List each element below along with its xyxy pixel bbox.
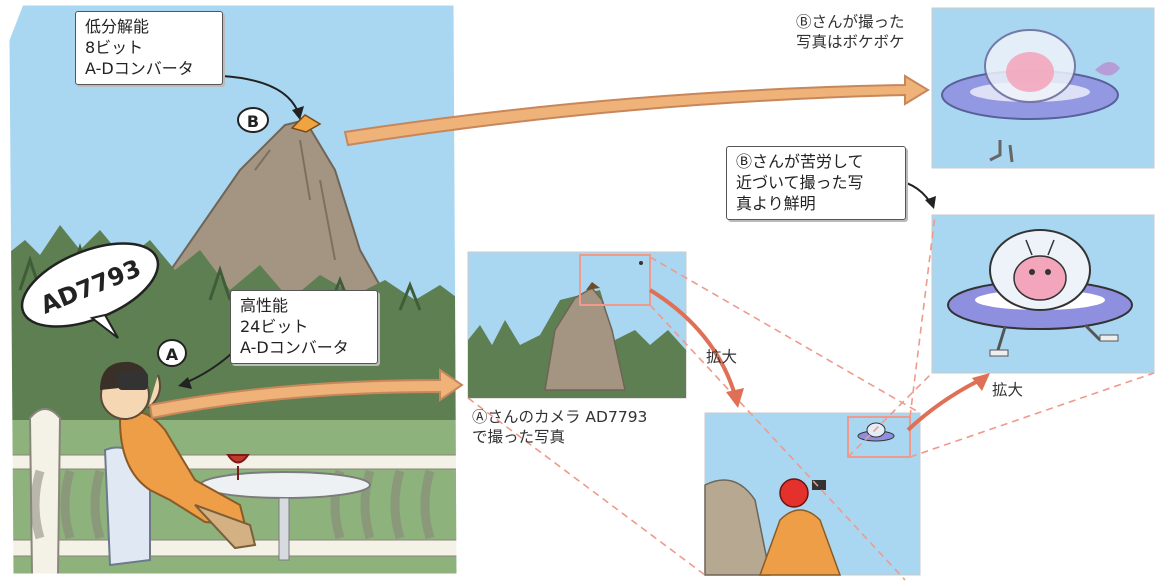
label-zoom-1: 拡大 [706,348,738,366]
high-perf-line-2: 24ビット [240,316,309,336]
arrow-to-b-photo [343,74,930,147]
label-b-blurry: Ⓑさんが撮った 写真はボケボケ [796,13,905,52]
callout-high-perf: 高性能 24ビット A-Dコンバータ [230,290,378,365]
crop-box-2 [847,416,911,458]
person-a [100,361,257,550]
ad7793-bubble: AD7793 [20,242,160,339]
table [199,454,371,561]
photo-a [467,251,687,399]
svg-text:B: B [247,112,259,131]
b-effort-line-3: 真より鮮明 [736,193,816,213]
b-effort-line-2: 近づいて撮った写 [736,172,864,192]
photo-ufo-sharp [931,214,1155,374]
arrow-to-a-photo [148,368,464,420]
callout-b-effort: Ⓑさんが苦労して 近づいて撮った写 真より鮮明 [726,146,906,221]
callout-low-res: 低分解能 8ビット A-Dコンバータ [75,11,223,86]
label-a-camera: Ⓐさんのカメラ AD7793 で撮った写真 [472,408,648,447]
crop-box [579,254,651,306]
marker-b: B [237,107,269,133]
camera [118,372,148,390]
zoom-guide-lines [467,214,1155,581]
b-effort-line-1: Ⓑさんが苦労して [736,152,864,171]
low-res-line-1: 低分解能 [85,17,150,36]
low-res-line-2: 8ビット [85,37,144,57]
zoom-arrows [648,288,981,432]
high-perf-line-1: 高性能 [240,296,289,315]
photo-zoom1 [704,412,921,576]
svg-text:A: A [166,345,179,364]
low-res-line-3: A-Dコンバータ [85,58,194,78]
label-zoom-2: 拡大 [992,381,1024,399]
marker-a: A [157,339,187,367]
peak-flag [290,114,322,133]
high-perf-line-3: A-Dコンバータ [240,337,349,357]
photo-b-blurry [931,7,1155,169]
